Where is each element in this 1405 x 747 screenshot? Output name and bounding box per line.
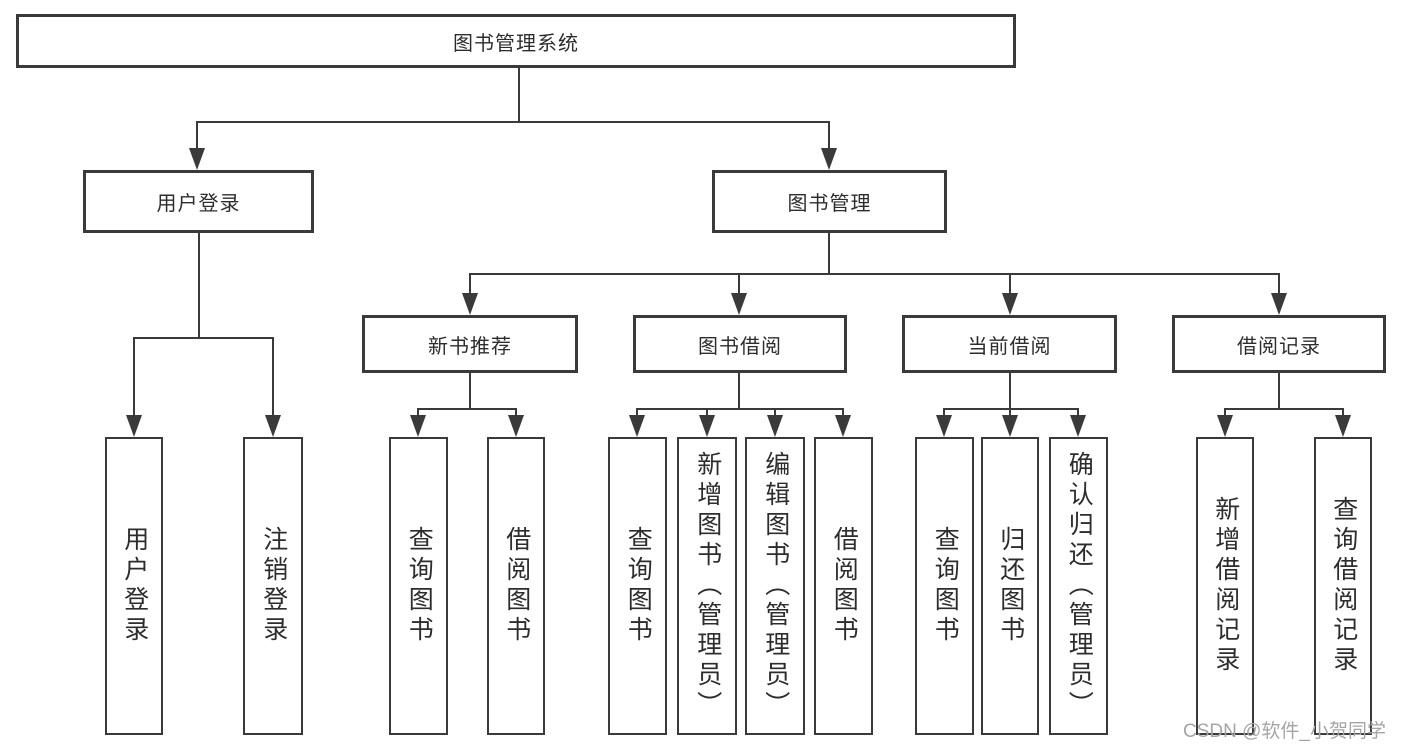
connector-line <box>417 408 419 420</box>
leaf-label: 新增借阅记录 <box>1211 496 1240 676</box>
connector-line <box>1278 373 1280 410</box>
leaf-label: 借阅图书 <box>830 526 859 646</box>
arrowhead-down-icon <box>1002 293 1018 315</box>
node-label: 图书借阅 <box>698 335 782 358</box>
leaf-query-books-borrow: 查询图书 <box>608 437 667 735</box>
connector-line <box>518 68 520 122</box>
connector-line <box>636 408 844 410</box>
node-label: 用户登录 <box>156 193 241 215</box>
leaf-label: 查询图书 <box>624 526 653 646</box>
connector-line <box>133 337 274 339</box>
leaf-logout: 注销登录 <box>243 437 303 735</box>
leaf-borrow-books-recommend: 借阅图书 <box>487 437 545 735</box>
connector-line <box>515 408 517 420</box>
node-label: 新书推荐 <box>428 335 512 358</box>
node-label: 图书管理系统 <box>453 32 579 55</box>
arrowhead-down-icon <box>126 415 142 437</box>
connector-line <box>943 408 945 420</box>
connector-line <box>738 373 740 410</box>
connector-line <box>469 373 471 410</box>
connector-line <box>196 121 830 123</box>
node-book-borrow: 图书借阅 <box>633 315 847 373</box>
leaf-label: 新增图书（管理员） <box>693 451 722 721</box>
node-new-book-recommend: 新书推荐 <box>362 315 578 373</box>
arrowhead-down-icon <box>1335 415 1351 437</box>
node-label: 图书管理 <box>787 193 872 215</box>
arrowhead-down-icon <box>767 415 783 437</box>
arrowhead-down-icon <box>1002 415 1018 437</box>
connector-line <box>1224 408 1226 420</box>
leaf-confirm-return-admin: 确认归还（管理员） <box>1049 437 1108 735</box>
leaf-label: 借阅图书 <box>502 526 531 646</box>
arrowhead-down-icon <box>699 415 715 437</box>
leaf-label: 编辑图书（管理员） <box>761 451 790 721</box>
arrowhead-down-icon <box>410 415 426 437</box>
leaf-query-books-current: 查询图书 <box>915 437 974 735</box>
leaf-user-login: 用户登录 <box>105 437 163 735</box>
leaf-query-books-recommend: 查询图书 <box>389 437 448 735</box>
connector-line <box>828 233 830 275</box>
node-book-management: 图书管理 <box>712 170 947 233</box>
connector-line <box>1009 408 1011 420</box>
arrowhead-down-icon <box>835 415 851 437</box>
arrowhead-down-icon <box>265 415 281 437</box>
connector-line <box>1077 408 1079 420</box>
leaf-label: 查询借阅记录 <box>1329 496 1358 676</box>
arrowhead-down-icon <box>1271 293 1287 315</box>
connector-line <box>943 408 1079 410</box>
connector-line <box>828 121 830 151</box>
arrowhead-down-icon <box>189 148 205 170</box>
connector-line <box>198 233 200 339</box>
connector-line <box>636 408 638 420</box>
connector-line <box>1009 373 1011 410</box>
leaf-add-book-admin: 新增图书（管理员） <box>677 437 737 735</box>
leaf-return-book: 归还图书 <box>981 437 1039 735</box>
leaf-edit-book-admin: 编辑图书（管理员） <box>745 437 805 735</box>
connector-line <box>1224 408 1344 410</box>
leaf-label: 用户登录 <box>120 526 149 646</box>
node-label: 借阅记录 <box>1237 335 1321 358</box>
leaf-label: 查询图书 <box>405 526 434 646</box>
leaf-label: 注销登录 <box>259 526 288 646</box>
connector-line <box>1009 273 1011 297</box>
arrowhead-down-icon <box>1217 415 1233 437</box>
node-user-login: 用户登录 <box>83 170 314 233</box>
arrowhead-down-icon <box>629 415 645 437</box>
connector-line <box>738 273 740 297</box>
leaf-label: 查询图书 <box>931 526 960 646</box>
leaf-label: 归还图书 <box>996 526 1025 646</box>
connector-line <box>196 121 198 151</box>
arrowhead-down-icon <box>462 293 478 315</box>
leaf-query-borrow-record: 查询借阅记录 <box>1314 437 1372 735</box>
connector-line <box>842 408 844 420</box>
arrowhead-down-icon <box>731 293 747 315</box>
node-library-system: 图书管理系统 <box>16 14 1016 68</box>
leaf-borrow-book: 借阅图书 <box>814 437 873 735</box>
connector-line <box>469 273 1279 275</box>
arrowhead-down-icon <box>1070 415 1086 437</box>
arrowhead-down-icon <box>936 415 952 437</box>
connector-line <box>774 408 776 420</box>
connector-line <box>469 273 471 297</box>
leaf-label: 确认归还（管理员） <box>1065 451 1094 721</box>
connector-line <box>417 408 517 410</box>
node-borrow-records: 借阅记录 <box>1172 315 1386 373</box>
node-label: 当前借阅 <box>967 335 1052 358</box>
connector-line <box>1278 273 1280 297</box>
connector-line <box>706 408 708 420</box>
csdn-watermark: CSDN @软件_小贺同学 <box>1183 721 1386 742</box>
leaf-add-borrow-record: 新增借阅记录 <box>1196 437 1254 735</box>
connector-line <box>1342 408 1344 420</box>
connector-line <box>272 337 274 419</box>
arrowhead-down-icon <box>821 148 837 170</box>
arrowhead-down-icon <box>508 415 524 437</box>
node-current-borrow: 当前借阅 <box>902 315 1117 373</box>
connector-line <box>133 337 135 419</box>
